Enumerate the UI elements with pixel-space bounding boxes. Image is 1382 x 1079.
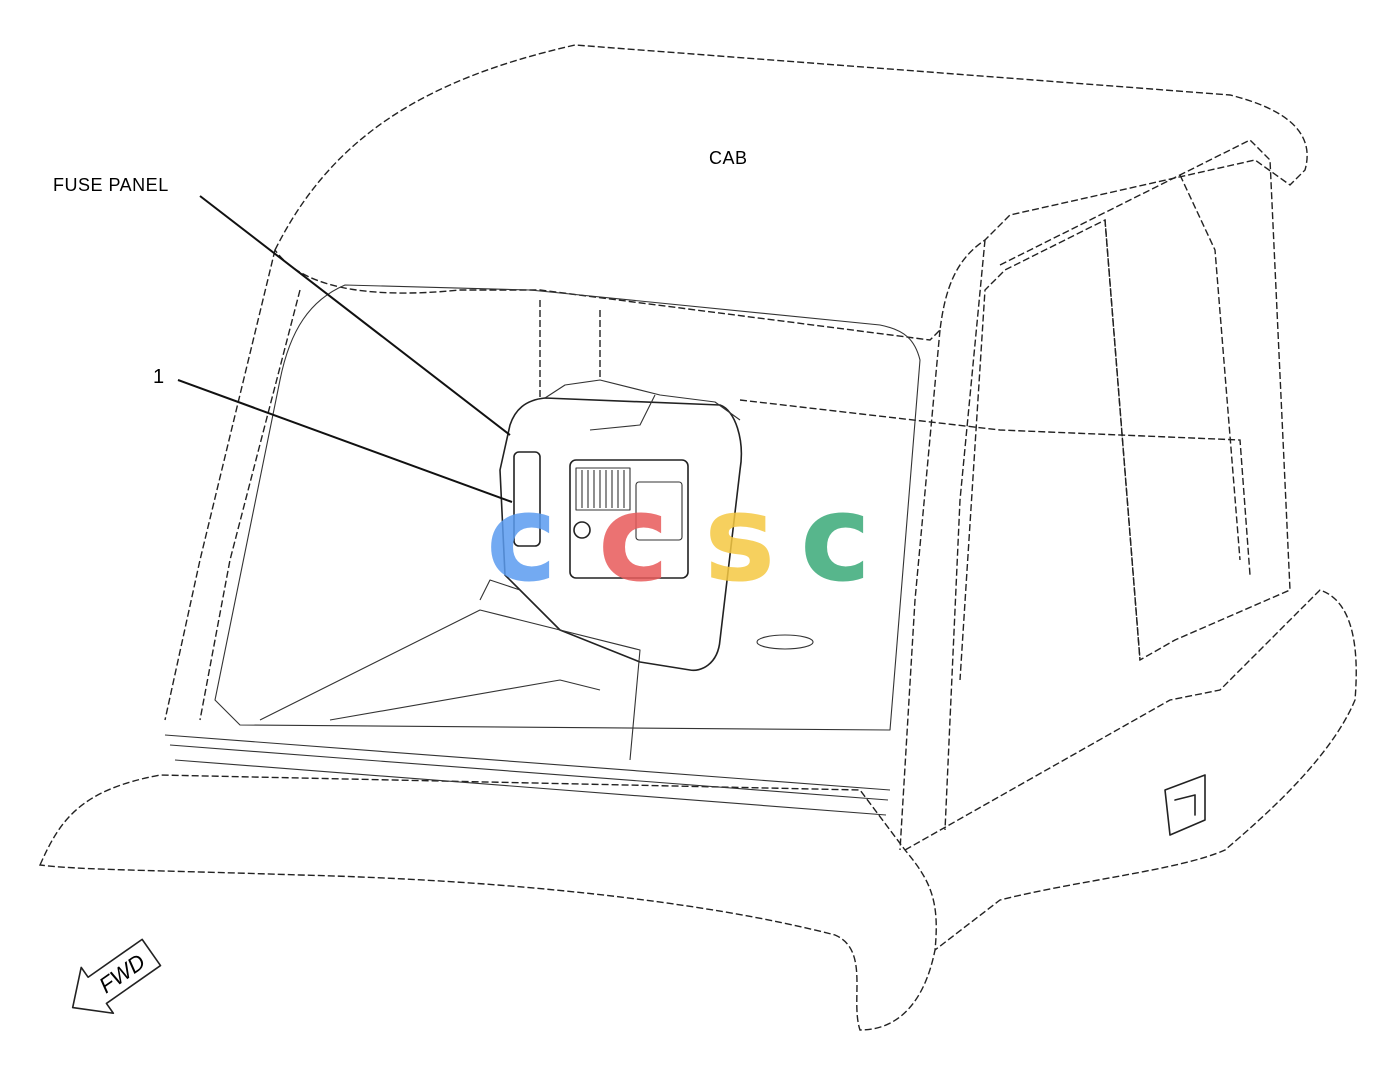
windshield-frame [214, 284, 921, 731]
dash-rail [164, 734, 891, 816]
watermark: c c s c [486, 470, 871, 609]
callout-1-leader [177, 379, 513, 503]
relay-block [635, 481, 683, 541]
right-pillar-outer [944, 239, 986, 831]
watermark-letter-3: s [704, 470, 775, 609]
fwd-label: FWD [94, 949, 149, 998]
lower-body [38, 774, 937, 1031]
watermark-letter-2: c [598, 470, 669, 609]
cab-label: CAB [709, 148, 748, 168]
right-front-pillar [899, 329, 941, 851]
rear-ledge [539, 300, 1251, 576]
fuse-panel-leader [199, 195, 511, 436]
fuse-panel-label: FUSE PANEL [53, 175, 169, 195]
callout-1-label: 1 [153, 366, 165, 388]
floor-vent [756, 634, 814, 650]
cab-roof [274, 44, 1308, 341]
floor-frame [259, 579, 641, 761]
fuse-panel-plate [569, 459, 689, 579]
rear-latch [1164, 774, 1206, 836]
panel-knob [573, 521, 591, 539]
fuse-grid [581, 470, 625, 508]
fuse-block [575, 467, 631, 511]
fwd-arrow: FWD [71, 938, 162, 1015]
side-pillar [1104, 174, 1241, 661]
left-pillar-inner [199, 289, 301, 721]
rear-body [904, 589, 1357, 951]
watermark-letter-1: c [486, 470, 557, 609]
watermark-letter-4: c [800, 470, 871, 609]
side-window [959, 139, 1291, 681]
console-body [499, 397, 743, 672]
left-front-pillar [164, 249, 276, 721]
console-top [544, 379, 741, 431]
callout-1-part [513, 451, 541, 547]
